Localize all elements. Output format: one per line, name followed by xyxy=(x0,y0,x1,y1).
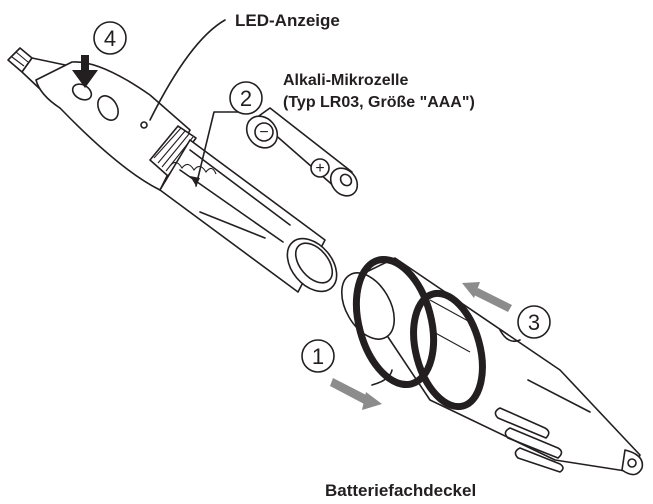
cover-label: Batteriefachdeckel xyxy=(325,481,476,500)
pen-body xyxy=(7,47,338,293)
svg-text:2: 2 xyxy=(240,86,252,111)
svg-text:1: 1 xyxy=(312,344,324,369)
step-2-marker: 2 xyxy=(229,81,263,115)
battery-label-line2: (Typ LR03, Größe "AAA") xyxy=(283,94,475,111)
battery-label-line1: Alkali-Mikrozelle xyxy=(283,72,408,89)
led-leader-line xyxy=(149,19,226,121)
svg-text:4: 4 xyxy=(104,26,116,51)
svg-text:+: + xyxy=(315,160,324,177)
rotate-arrow-3 xyxy=(462,282,512,312)
rotate-arrow-1 xyxy=(330,378,382,410)
minus-terminal-icon xyxy=(254,122,274,142)
plus-terminal-icon xyxy=(310,158,330,178)
insert-direction-arrow xyxy=(195,111,245,187)
aaa-battery: − + xyxy=(245,107,359,197)
step-1-marker: 1 xyxy=(301,339,335,373)
svg-text:−: − xyxy=(259,124,268,141)
led-label: LED-Anzeige xyxy=(235,11,340,30)
step-4-marker: 4 xyxy=(93,21,127,55)
step-3-marker: 3 xyxy=(517,305,551,339)
svg-text:3: 3 xyxy=(528,310,540,335)
seal-ring-2 xyxy=(410,289,486,411)
seal-ring-1 xyxy=(352,255,438,389)
press-down-arrow xyxy=(72,55,98,88)
led-indicator-dot xyxy=(140,121,148,129)
